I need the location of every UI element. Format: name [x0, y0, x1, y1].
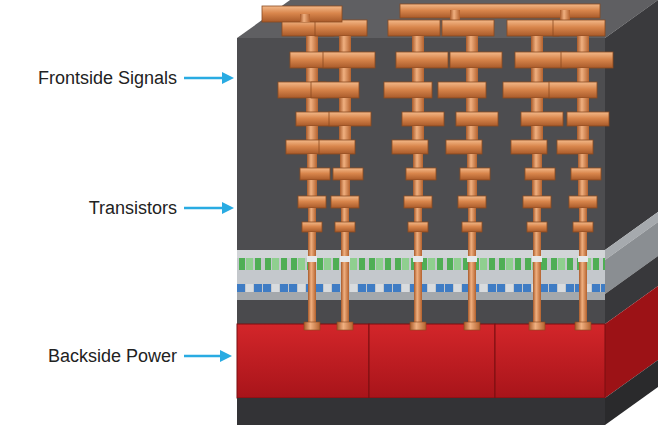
layer-label: Frontside Signals — [38, 67, 177, 89]
pointer-arrows — [184, 72, 234, 362]
copper-interconnect — [262, 4, 613, 330]
layer-label: Backside Power — [48, 345, 177, 367]
layer-label: Transistors — [89, 197, 177, 219]
